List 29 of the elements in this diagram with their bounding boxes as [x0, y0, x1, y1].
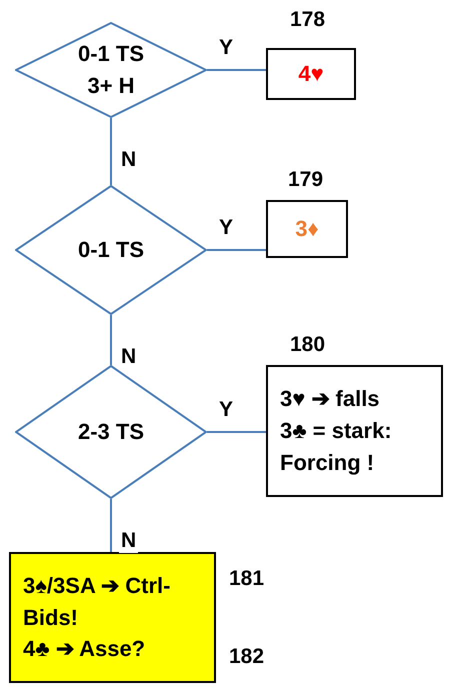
connector-line: [110, 315, 112, 365]
connector-line: [207, 69, 266, 71]
process-box: [266, 200, 348, 258]
connector-line: [207, 249, 266, 251]
reference-number: 179: [288, 168, 324, 192]
node-text: 0-1 TS: [78, 236, 144, 264]
node-text: 0-1 TS: [78, 40, 144, 68]
reference-number: 178: [290, 8, 326, 32]
node-text: Forcing !: [280, 448, 374, 477]
reference-number: 181: [229, 567, 264, 591]
node-text: 3♥ ➔ falls: [280, 385, 380, 414]
decision-diamond: [15, 22, 207, 118]
node-text: 3+ H: [87, 72, 135, 100]
connector-line: [207, 431, 266, 433]
node-text: 2-3 TS: [78, 418, 144, 446]
node-text: 4♥: [298, 60, 324, 88]
process-box: [266, 365, 443, 497]
connector-line: [110, 499, 112, 552]
process-box: [9, 552, 216, 683]
node-text: 3♦: [295, 215, 319, 244]
node-text: 3♣ = stark:: [280, 417, 392, 446]
node-text: 4♣ ➔ Asse?: [23, 635, 146, 664]
reference-number: 182: [229, 645, 264, 669]
reference-number: 180: [290, 333, 326, 357]
decision-diamond: [15, 365, 207, 499]
process-box: [266, 48, 356, 100]
connector-line: [110, 118, 112, 185]
decision-diamond: [15, 185, 207, 315]
node-text: 3♠/3SA ➔ Ctrl-Bids!: [23, 572, 172, 632]
